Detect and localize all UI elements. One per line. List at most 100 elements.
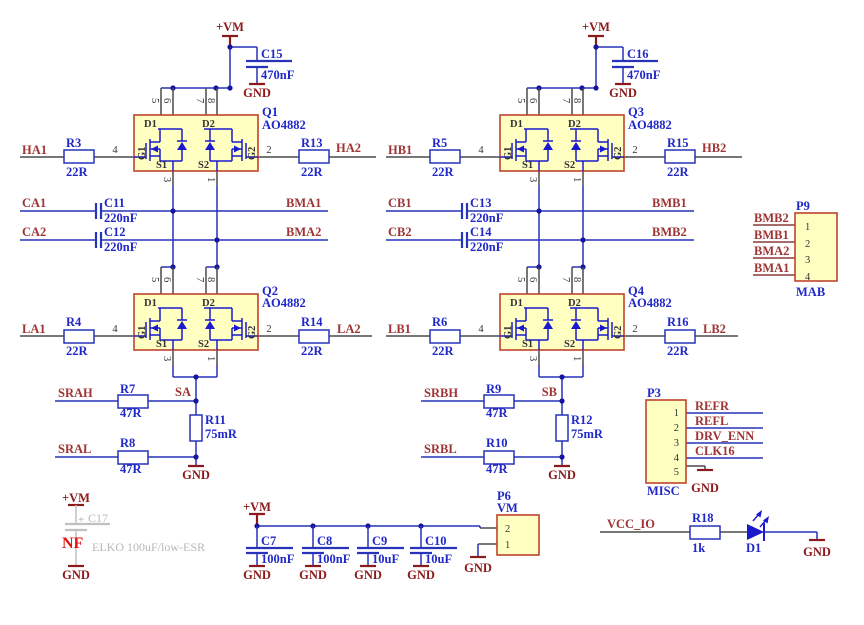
p3-wires xyxy=(686,412,763,459)
vm-decoupling-bank: +VM GND C7 100nF C8 100nF C9 10uF C10 10… xyxy=(243,489,540,582)
led-row-wire-right xyxy=(764,531,818,539)
pin-number: 2 xyxy=(505,524,510,535)
resistor-ref: R12 xyxy=(571,413,593,427)
pin-number: 4 xyxy=(805,272,811,283)
net-label: LB1 xyxy=(388,322,411,336)
net-label: SRAL xyxy=(58,442,91,456)
cap-ref: C16 xyxy=(627,47,649,61)
cap-value: 100nF xyxy=(317,552,351,566)
net-label: BMA2 xyxy=(754,244,789,258)
bulk-capacitor-c17: +VM + C17 NF ELKO 100uF/low-ESR GND xyxy=(62,491,205,582)
net-label: SB xyxy=(542,385,557,399)
gnd-label: GND xyxy=(299,568,327,582)
net-label: SRAH xyxy=(58,386,93,400)
cap-ref: C12 xyxy=(104,225,126,239)
net-label: BMB1 xyxy=(754,228,789,242)
cap-ref: C13 xyxy=(470,196,492,210)
resistor-ref: R18 xyxy=(692,511,714,525)
net-label: BMB2 xyxy=(754,211,789,225)
net-label: BMA2 xyxy=(286,225,321,239)
led-arrow-head-1 xyxy=(756,510,762,518)
cap-value: 100nF xyxy=(261,552,295,566)
cap-value: 10uF xyxy=(372,552,399,566)
gnd-label: GND xyxy=(243,568,271,582)
net-label-vcc-io: VCC_IO xyxy=(607,517,655,531)
led-diode-icon xyxy=(747,524,764,540)
mosfet-ref: Q4 xyxy=(628,284,645,298)
resistor-ref: R14 xyxy=(301,315,323,329)
resistor-ref: R5 xyxy=(432,136,447,150)
gnd-label: GND xyxy=(464,561,492,575)
not-fitted-flag: NF xyxy=(62,535,84,552)
resistor-r18 xyxy=(689,525,721,540)
net-label: HA2 xyxy=(336,141,361,155)
cap-ref: C7 xyxy=(261,534,276,548)
resistor-ref: R9 xyxy=(486,382,501,396)
resistor-ref: R7 xyxy=(120,382,135,396)
led-arrow-head-2 xyxy=(763,516,769,524)
cap-ref: C15 xyxy=(261,47,283,61)
connector-p3: P3 1 2 3 4 5 REFR REFL DRV_ENN CLK16 MIS… xyxy=(645,386,763,498)
net-label: CA1 xyxy=(22,196,46,210)
connector-p9: P9 BMB2 BMB1 BMA2 BMA1 1 2 3 4 MAB xyxy=(753,199,838,299)
pin-number: 1 xyxy=(674,408,679,419)
p9-wires xyxy=(753,224,795,276)
net-label: LA2 xyxy=(337,322,361,336)
mosfet-ref: Q1 xyxy=(262,105,278,119)
net-label: CLK16 xyxy=(695,444,735,458)
connector-ref: P3 xyxy=(647,386,661,400)
resistor-ref: R6 xyxy=(432,315,447,329)
vm-label: +VM xyxy=(62,491,90,505)
decoupling-capacitors: C7 100nF C8 100nF C9 10uF C10 10uF GND G… xyxy=(243,523,457,582)
half-bridge-b-labels: C16 Q3 Q4 HB1 R5 R15 HB2 CB1 C13 BMB1 CB… xyxy=(388,47,726,456)
cap-leads xyxy=(256,526,422,565)
resistor-ref: R8 xyxy=(120,436,135,450)
resistor-ref: R13 xyxy=(301,136,323,150)
net-label: DRV_ENN xyxy=(695,429,754,443)
net-label: CB2 xyxy=(388,225,412,239)
cap-description: ELKO 100uF/low-ESR xyxy=(92,540,205,554)
pin-number: 4 xyxy=(674,453,680,464)
gnd-label: GND xyxy=(354,568,382,582)
net-label: SRBH xyxy=(424,386,458,400)
resistor-value: 1k xyxy=(692,541,705,555)
pin-number: 1 xyxy=(505,540,510,551)
p6-body xyxy=(496,514,540,556)
pin-number: 3 xyxy=(674,438,679,449)
cap-ref: C9 xyxy=(372,534,387,548)
cap-plates xyxy=(246,546,457,555)
cap-value: 10uF xyxy=(425,552,452,566)
net-label: CB1 xyxy=(388,196,412,210)
connector-ref: P9 xyxy=(796,199,810,213)
half-bridge-a-labels: C15 Q1 Q2 HA1 R3 R13 HA2 CA1 C11 BMA1 CA… xyxy=(22,47,361,456)
c17-plates xyxy=(65,522,110,532)
p3-body xyxy=(645,399,687,484)
cap-ref: C11 xyxy=(104,196,125,210)
resistor-ref: R4 xyxy=(66,315,82,329)
net-label: BMA1 xyxy=(754,261,789,275)
pin-number: 1 xyxy=(805,222,810,233)
cap-ref: C10 xyxy=(425,534,447,548)
net-label: HA1 xyxy=(22,143,47,157)
vm-label: +VM xyxy=(243,500,271,514)
connector-ref: P6 xyxy=(497,489,511,503)
connector-name: VM xyxy=(497,501,518,515)
cap-ref: C14 xyxy=(470,225,492,239)
gnd-label: GND xyxy=(407,568,435,582)
net-label: SRBL xyxy=(424,442,457,456)
net-label: LA1 xyxy=(22,322,46,336)
gnd-label: GND xyxy=(691,481,719,495)
net-label: HB1 xyxy=(388,143,412,157)
resistor-ref: R10 xyxy=(486,436,508,450)
mosfet-ref: Q2 xyxy=(262,284,278,298)
connector-name: MISC xyxy=(647,484,680,498)
pin-number: 5 xyxy=(674,467,679,478)
polarity-plus: + xyxy=(78,514,84,526)
pin-number: 3 xyxy=(805,255,810,266)
net-label: REFR xyxy=(695,399,730,413)
pin-number: 2 xyxy=(805,239,810,250)
net-label: SA xyxy=(175,385,191,399)
net-label: BMA1 xyxy=(286,196,321,210)
